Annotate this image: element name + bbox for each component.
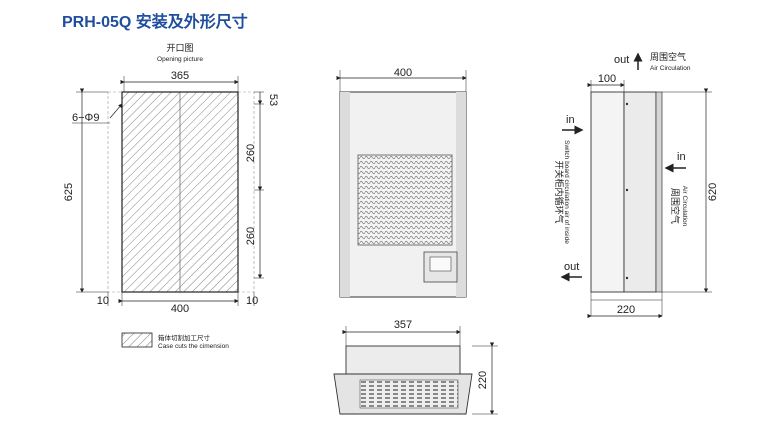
dim-260-a: 260 bbox=[245, 144, 257, 162]
side-top-en: Air Circulation bbox=[650, 65, 691, 72]
side-in-right: in bbox=[677, 151, 686, 163]
legend-en: Case cuts the cimension bbox=[158, 343, 229, 350]
side-in-left: in bbox=[566, 114, 575, 126]
dim-100: 100 bbox=[598, 73, 616, 85]
bottom-vents bbox=[359, 379, 459, 409]
dim-357: 357 bbox=[394, 319, 412, 331]
dim-625: 625 bbox=[63, 183, 75, 201]
dim-10-left: 10 bbox=[97, 295, 109, 307]
page-title: PRH-05Q 安装及外形尺寸 bbox=[62, 14, 248, 31]
side-left-en: Switch board circulation air of inside bbox=[563, 140, 570, 244]
dim-365: 365 bbox=[171, 70, 189, 82]
dim-400-opening: 400 bbox=[171, 303, 189, 315]
side-right-en: Air Circulation bbox=[681, 186, 688, 227]
side-out-left: out bbox=[564, 261, 579, 273]
dim-53: 53 bbox=[267, 94, 279, 106]
hole-label: 6−Φ9 bbox=[72, 112, 99, 124]
side-top-cn: 周围空气 bbox=[650, 51, 686, 62]
side-left-cn: 开关柜内循环气 bbox=[554, 160, 565, 223]
legend-swatch bbox=[121, 332, 153, 348]
opening-label-en: Opening picture bbox=[157, 56, 203, 63]
dim-10-right: 10 bbox=[246, 295, 258, 307]
dim-220-bottom: 220 bbox=[477, 371, 489, 389]
legend-cn: 箱体切割加工尺寸 bbox=[158, 333, 211, 342]
opening-label-cn: 开口图 bbox=[166, 43, 193, 53]
side-inner-part bbox=[590, 91, 625, 293]
dim-220-side: 220 bbox=[617, 304, 635, 316]
side-out-top: out bbox=[614, 54, 629, 66]
dim-620: 620 bbox=[707, 183, 719, 201]
bottom-top-section bbox=[345, 345, 461, 375]
display-screen bbox=[429, 256, 452, 272]
dim-400-front: 400 bbox=[394, 67, 412, 79]
side-right-cn: 周围空气 bbox=[670, 188, 681, 224]
dim-260-b: 260 bbox=[245, 227, 257, 245]
front-grille bbox=[357, 154, 453, 246]
side-outer-part bbox=[623, 91, 657, 293]
